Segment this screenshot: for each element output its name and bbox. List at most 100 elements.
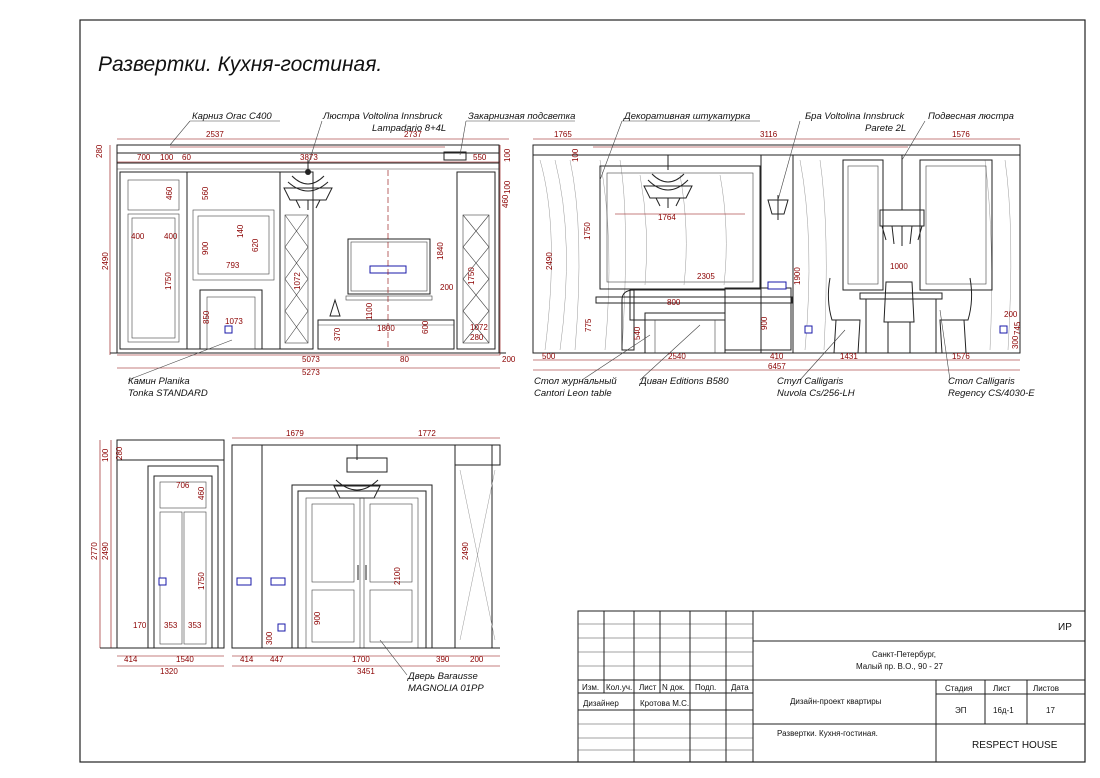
labels-pendant: Подвесная люстра [928, 111, 1014, 122]
dims-d2537: 2537 [206, 130, 224, 139]
dims-r2305: 2305 [697, 272, 715, 281]
dims-r775: 775 [584, 318, 593, 332]
elevation-double-door: 1679 1772 2100 900 300 2490 414 447 1700… [231, 429, 501, 694]
dims-b353b: 353 [188, 621, 202, 630]
title-block-sheet: 16д-1 [993, 706, 1014, 715]
labels-chair-2: Nuvola Cs/256-LH [777, 388, 855, 399]
dims-d850: 850 [202, 310, 211, 324]
dims-d5273: 5273 [302, 368, 320, 377]
dims-d460a: 460 [165, 186, 174, 200]
page-title: Развертки. Кухня-гостиная. [98, 53, 382, 76]
title-block-h-list: Лист [639, 683, 657, 692]
labels-deco-plaster: Декоративная штукатурка [623, 111, 750, 122]
title-block-h-izm: Изм. [582, 683, 599, 692]
dims-b706: 706 [176, 481, 190, 490]
labels-fireplace-1: Камин Planika [128, 376, 190, 387]
dims-d1800: 1800 [377, 324, 395, 333]
dims-d370: 370 [333, 327, 342, 341]
dims-r1764: 1764 [658, 213, 676, 222]
dims-b280: 280 [115, 446, 124, 460]
dims-d1100: 1100 [365, 302, 374, 320]
title-block-sheets: 17 [1046, 706, 1055, 715]
dims-b2490b: 2490 [461, 542, 470, 560]
labels-table-1: Стол Calligaris [948, 376, 1015, 387]
dims-r1576b: 1576 [952, 352, 970, 361]
dims-d1073: 1073 [225, 317, 243, 326]
dims-r2540: 2540 [668, 352, 686, 361]
dims-b900: 900 [313, 611, 322, 625]
dims-d100c: 100 [503, 180, 512, 194]
labels-fireplace-2: Tonka STANDARD [128, 388, 208, 399]
dims-d550: 550 [473, 153, 487, 162]
dims-b353a: 353 [164, 621, 178, 630]
labels-cornice: Карниз Orac C400 [192, 111, 272, 122]
dims-d2737: 2737 [404, 130, 422, 139]
dims-r1000: 1000 [890, 262, 908, 271]
labels-sconce-2: Parete 2L [865, 123, 906, 134]
dims-d1072: 1072 [293, 272, 302, 290]
title-block-h-sheets: Листов [1033, 684, 1059, 693]
dims-b390: 390 [436, 655, 450, 664]
title-block-h-data: Дата [731, 683, 749, 692]
dims-d400a: 400 [131, 232, 145, 241]
dims-r500: 500 [542, 352, 556, 361]
dims-b200: 200 [470, 655, 484, 664]
dims-r200: 200 [1004, 310, 1018, 319]
dims-d80: 80 [400, 355, 409, 364]
title-block-company: RESPECT HOUSE [972, 740, 1058, 751]
labels-table-2: Regency CS/4030-E [948, 388, 1035, 399]
dims-b1320: 1320 [160, 667, 178, 676]
title-block: ИР Санкт-Петербург, Малый пр. В.О., 90 -… [577, 610, 1086, 763]
dims-r300: 300 [1011, 335, 1020, 349]
dims-b300: 300 [265, 631, 274, 645]
title-block-project: Дизайн-проект квартиры [790, 697, 882, 706]
labels-chandelier-top-2: Lampadario 8+4L [372, 123, 446, 134]
labels-coffee-table-2: Cantori Leon table [534, 388, 612, 399]
labels-chair-1: Стул Calligaris [777, 376, 844, 387]
elevation-door-left: 2770 2490 100 280 706 460 1750 170 353 3… [90, 439, 225, 676]
title-block-address: Малый пр. В.О., 90 - 27 [856, 662, 943, 671]
dims-d2490a: 2490 [101, 252, 110, 270]
dims-r1576a: 1576 [952, 130, 970, 139]
title-block-h-kolch: Кол.уч. [606, 683, 632, 692]
title-block-city: Санкт-Петербург, [872, 650, 936, 659]
title-block-person: Кротова М.С. [640, 699, 689, 708]
title-block-h-sheet: Лист [993, 684, 1011, 693]
dims-d560: 560 [201, 186, 210, 200]
dims-b3451: 3451 [357, 667, 375, 676]
dims-b414a: 414 [124, 655, 138, 664]
dims-r1750: 1750 [583, 222, 592, 240]
dims-r800: 800 [667, 298, 681, 307]
dims-r1765: 1765 [554, 130, 572, 139]
dims-b1700: 1700 [352, 655, 370, 664]
dims-b1772: 1772 [418, 429, 436, 438]
dims-d900a: 900 [201, 241, 210, 255]
dims-r2490: 2490 [545, 252, 554, 270]
title-block-h-ndok: N док. [662, 683, 685, 692]
dims-d100a: 100 [160, 153, 174, 162]
dims-d3873: 3873 [300, 153, 318, 162]
title-block-h-podp: Подп. [695, 683, 716, 692]
dims-d280b: 280 [470, 333, 484, 342]
dims-d5073: 5073 [302, 355, 320, 364]
dims-r410: 410 [770, 352, 784, 361]
dims-b170: 170 [133, 621, 147, 630]
labels-door-1: Дверь Barausse [407, 671, 478, 682]
title-block-stage: ЭП [955, 706, 967, 715]
dims-b2770: 2770 [90, 542, 99, 560]
dims-b447: 447 [270, 655, 284, 664]
labels-hidden-light: Закарнизная подсветка [468, 111, 575, 122]
dims-r900: 900 [760, 316, 769, 330]
labels-coffee-table-1: Стол журнальный [534, 376, 617, 387]
dims-b1750: 1750 [197, 572, 206, 590]
labels-sconce-1: Бра Voltolina Innsbruck [805, 111, 906, 122]
callouts-elevation-1: Карниз Orac C400 Люстра Voltolina Innsbr… [127, 111, 575, 399]
dims-d200a: 200 [440, 283, 454, 292]
dims-d600: 600 [421, 320, 430, 334]
dims-d140: 140 [236, 224, 245, 238]
dims-d1840: 1840 [436, 242, 445, 260]
dims-d60: 60 [182, 153, 191, 162]
dims-b100: 100 [101, 448, 110, 462]
dims-r3116: 3116 [760, 130, 778, 139]
